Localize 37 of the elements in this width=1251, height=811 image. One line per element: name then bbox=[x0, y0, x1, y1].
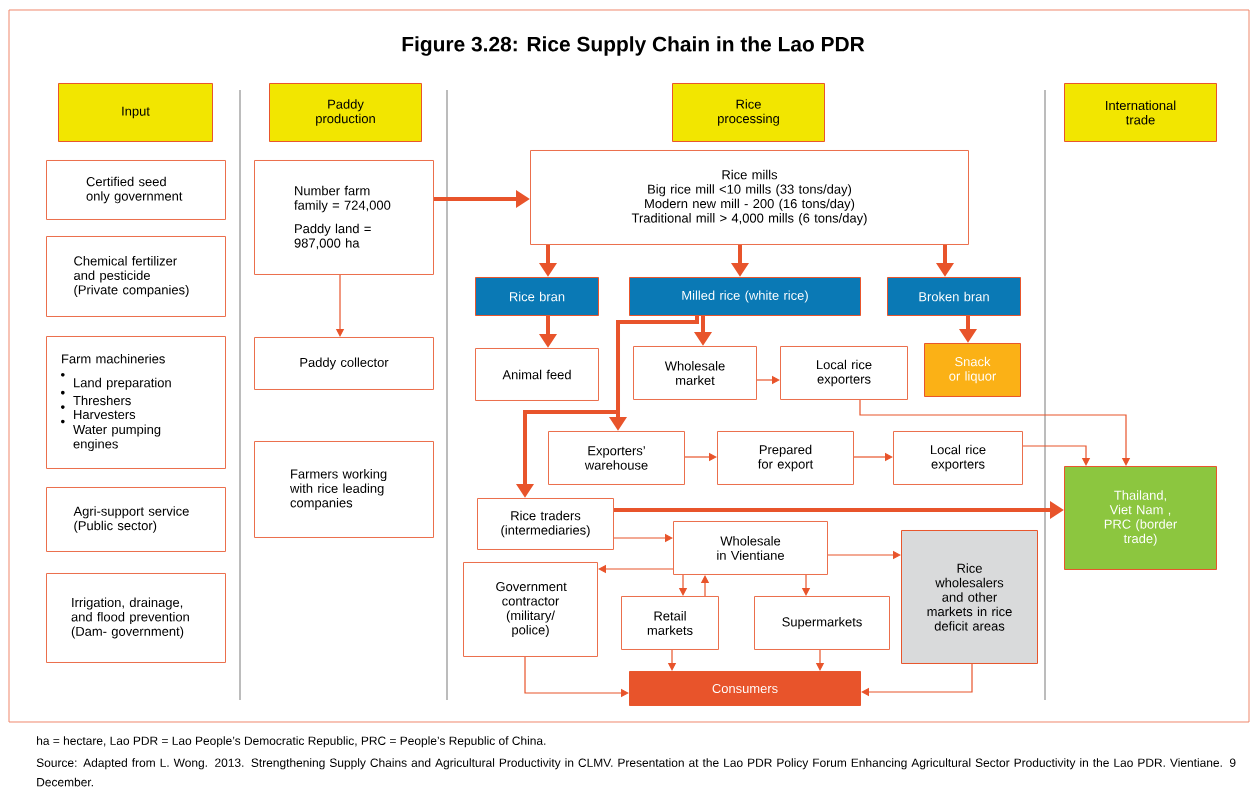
footnote: ha = hectare, Lao PDR = Lao People’s Democratic Republic, PRC = People’s Republic of China. bbox=[37, 736, 546, 748]
process-box: Government contractor (military/ police) bbox=[463, 562, 598, 657]
process-box: Number farm family = 724,000 Paddy land = 987,000 ha bbox=[254, 160, 434, 275]
product-box: Snack or liquor bbox=[924, 343, 1021, 397]
input-box: Farm machineries Land preparation Threshers Harvesters Water pumping engines bbox=[46, 336, 226, 469]
process-box: Animal feed bbox=[475, 348, 599, 401]
arrow bbox=[1022, 445, 1091, 466]
process-box: Wholesale in Vientiane bbox=[673, 521, 828, 575]
input-box: Agri-support service (Public sector) bbox=[46, 487, 226, 552]
process-box: Local rice exporters bbox=[893, 431, 1023, 485]
product-box: Rice bran bbox=[475, 277, 599, 316]
column-header: International trade bbox=[1064, 83, 1217, 142]
column-header: Paddy production bbox=[269, 83, 422, 142]
product-box: Milled rice (white rice) bbox=[629, 277, 861, 316]
process-box: Rice mills Big rice mill <10 mills (33 tons/day) Modern new mill - 200 (16 tons/day) Traditional mill > 4,000 mills (6 tons/day) bbox=[530, 150, 969, 245]
footnote: Source: Adapted from L. Wong. 2013. Strengthening Supply Chains and Agricultural Productivity in CLMV. Presentation at the Lao PDR Policy Forum Enhancing Agricultural Sector Productivity in the Lao PDR. Vientiane. 9 December. bbox=[36, 758, 1236, 787]
arrow bbox=[859, 399, 1131, 466]
column-header: Rice processing bbox=[672, 83, 825, 142]
process-box: Farmers working with rice leading companies bbox=[254, 441, 434, 538]
input-box: Certified seed only government bbox=[46, 160, 226, 220]
process-box: Paddy collector bbox=[254, 337, 434, 390]
process-box: Retail markets bbox=[621, 596, 719, 650]
market-box: Rice wholesalers and other markets in rice deficit areas bbox=[901, 530, 1038, 664]
trade-box: Thailand, Viet Nam , PRC (border trade) bbox=[1064, 466, 1217, 570]
input-box: Chemical fertilizer and pesticide (Private companies) bbox=[46, 236, 226, 317]
process-box: Prepared for export bbox=[717, 431, 854, 485]
column-header: Input bbox=[58, 83, 213, 142]
process-box: Exporters’ warehouse bbox=[548, 431, 685, 485]
process-box: Supermarkets bbox=[754, 596, 890, 650]
figure-title: Figure 3.28: Rice Supply Chain in the Lao PDR bbox=[402, 36, 865, 56]
input-box: Irrigation, drainage, and flood prevention (Dam- government) bbox=[46, 573, 226, 663]
consumers-box: Consumers bbox=[629, 671, 861, 706]
arrow bbox=[861, 663, 973, 697]
process-box: Wholesale market bbox=[633, 346, 757, 400]
product-box: Broken bran bbox=[887, 277, 1021, 316]
process-box: Local rice exporters bbox=[780, 346, 908, 400]
process-box: Rice traders (intermediaries) bbox=[477, 498, 614, 550]
